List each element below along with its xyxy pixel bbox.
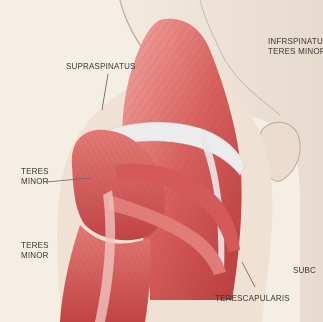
label-infraspinatus: INFRSPINATUS TERES MINOR <box>268 37 323 57</box>
label-terescapularis-text: TERESCAPULARIS <box>215 294 290 303</box>
label-teres-minor-upper: TERES MINOR <box>21 167 49 187</box>
label-teres-minor-lower: TERES MINOR <box>21 241 49 261</box>
label-subc-text: SUBC <box>293 266 316 275</box>
label-teres-minor-upper-line1: TERES <box>21 167 49 177</box>
label-terescapularis: TERESCAPULARIS <box>215 294 290 304</box>
label-teres-minor-lower-line1: TERES <box>21 241 49 251</box>
label-teres-minor-lower-line2: MINOR <box>21 251 49 261</box>
label-infraspinatus-line1: INFRSPINATUS <box>268 37 323 47</box>
label-supraspinatus-text: SUPRASPINATUS <box>66 62 136 71</box>
label-infraspinatus-line2: TERES MINOR <box>268 47 323 57</box>
label-teres-minor-upper-line2: MINOR <box>21 177 49 187</box>
label-supraspinatus: SUPRASPINATUS <box>66 62 136 72</box>
label-subc: SUBC <box>293 266 316 276</box>
